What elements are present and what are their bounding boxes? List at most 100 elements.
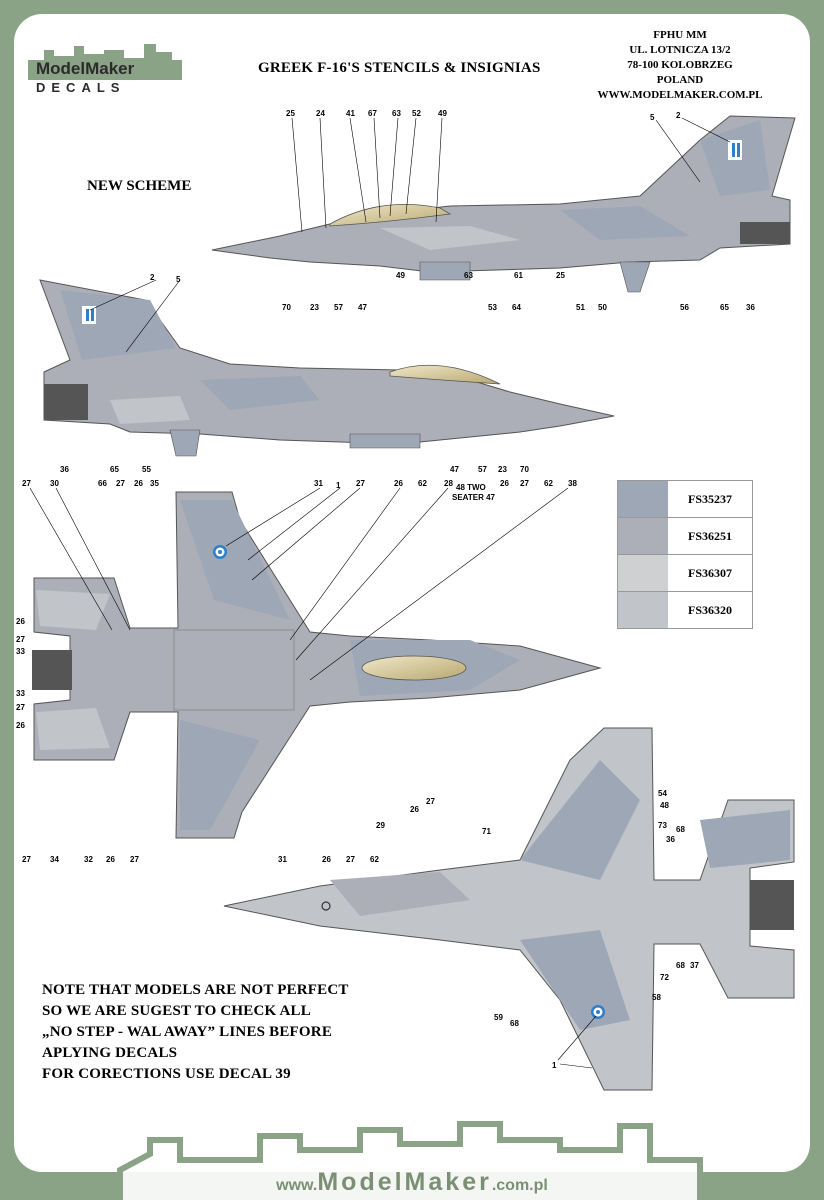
footer-url-brand: ModelMaker bbox=[317, 1168, 492, 1196]
callout-label: 57 bbox=[478, 465, 487, 474]
address-line: UL. LOTNICZA 13/2 bbox=[629, 44, 731, 56]
callout-label: 27 bbox=[22, 855, 31, 864]
callout-label: 65 bbox=[110, 465, 119, 474]
callout-label: 27 bbox=[22, 479, 31, 488]
swatch-row: FS36320 bbox=[617, 591, 753, 629]
application-note: NOTE THAT MODELS ARE NOT PERFECT SO WE A… bbox=[42, 980, 349, 1085]
callout-label: 23 bbox=[498, 465, 507, 474]
callout-label: 47 bbox=[450, 465, 459, 474]
brand-logo: ModelMaker DECALS bbox=[24, 40, 186, 98]
note-line: SO WE ARE SUGEST TO CHECK ALL bbox=[42, 1003, 311, 1019]
note-line: NOTE THAT MODELS ARE NOT PERFECT bbox=[42, 982, 349, 998]
company-address: FPHU MM UL. LOTNICZA 13/2 78-100 KOLOBRZ… bbox=[570, 28, 790, 103]
callout-label: 68 bbox=[676, 825, 685, 834]
callout-label: 62 bbox=[418, 479, 427, 488]
swatch-row: FS36251 bbox=[617, 517, 753, 554]
callout-label: 68 bbox=[676, 961, 685, 970]
callout-label: 41 bbox=[346, 109, 355, 118]
callout-label: 27 bbox=[520, 479, 529, 488]
scheme-label: NEW SCHEME bbox=[87, 178, 192, 194]
callout-label: 34 bbox=[50, 855, 59, 864]
callout-label: 23 bbox=[310, 303, 319, 312]
callout-label: 36 bbox=[666, 835, 675, 844]
callout-label: 32 bbox=[84, 855, 93, 864]
callout-label: SEATER 47 bbox=[452, 493, 496, 502]
callout-label: 31 bbox=[278, 855, 287, 864]
swatch-chip bbox=[618, 592, 668, 628]
callout-label: 73 bbox=[658, 821, 667, 830]
swatch-code: FS36320 bbox=[668, 592, 752, 628]
callout-label: 54 bbox=[658, 789, 667, 798]
callout-label: 30 bbox=[50, 479, 59, 488]
callout-label: 29 bbox=[376, 821, 385, 830]
note-line: APLYING DECALS bbox=[42, 1045, 178, 1061]
callout-label: 67 bbox=[368, 109, 377, 118]
callout-label: 25 bbox=[286, 109, 295, 118]
callout-label: 26 bbox=[394, 479, 403, 488]
callout-label: 26 bbox=[410, 805, 419, 814]
note-line: „NO STEP - WAL AWAY” LINES BEFORE bbox=[42, 1024, 333, 1040]
bottom-view bbox=[223, 727, 795, 1091]
footer-url-prefix: www. bbox=[276, 1177, 318, 1194]
callout-label: 59 bbox=[494, 1013, 503, 1022]
swatch-row: FS36307 bbox=[617, 554, 753, 591]
swatch-code: FS36251 bbox=[668, 518, 752, 554]
swatch-code: FS35237 bbox=[668, 481, 752, 517]
callout-label: 31 bbox=[314, 479, 323, 488]
callout-label: 36 bbox=[60, 465, 69, 474]
callout-label: 66 bbox=[98, 479, 107, 488]
callout-label: 24 bbox=[316, 109, 325, 118]
callout-label: 63 bbox=[392, 109, 401, 118]
footer-url-suffix: .com.pl bbox=[491, 1177, 548, 1194]
callout-label: 58 bbox=[652, 993, 661, 1002]
callout-label: 1 bbox=[336, 481, 341, 490]
address-line: POLAND bbox=[656, 74, 704, 86]
callout-label: 48 TWO bbox=[456, 483, 486, 492]
callout-label: 27 bbox=[130, 855, 139, 864]
callout-label: 27 bbox=[426, 797, 435, 806]
callout-label: 33 bbox=[16, 689, 25, 698]
side-view-left bbox=[211, 115, 796, 293]
callout-label: 1 bbox=[552, 1061, 557, 1070]
footer-skyline-icon bbox=[117, 1121, 703, 1200]
callout-label: 71 bbox=[482, 827, 491, 836]
callout-label: 49 bbox=[438, 109, 447, 118]
swatch-chip bbox=[618, 481, 668, 517]
swatch-chip bbox=[618, 555, 668, 591]
callout-label: 33 bbox=[16, 647, 25, 656]
callout-label: 53 bbox=[488, 303, 497, 312]
callout-label: 38 bbox=[568, 479, 577, 488]
callout-label: 26 bbox=[322, 855, 331, 864]
callout-label: 37 bbox=[690, 961, 699, 970]
swatch-row: FS35237 bbox=[617, 480, 753, 517]
callout-label: 48 bbox=[660, 801, 669, 810]
callout-label: 27 bbox=[356, 479, 365, 488]
swatch-code: FS36307 bbox=[668, 555, 752, 591]
address-line: 78-100 KOLOBRZEG bbox=[627, 59, 733, 71]
callout-label: 56 bbox=[680, 303, 689, 312]
callout-label: 57 bbox=[334, 303, 343, 312]
side-view-right bbox=[39, 279, 615, 457]
callout-label: 28 bbox=[444, 479, 453, 488]
callout-label: 51 bbox=[576, 303, 585, 312]
callout-label: 25 bbox=[556, 271, 565, 280]
callout-label: 26 bbox=[500, 479, 509, 488]
callout-label: 26 bbox=[16, 721, 25, 730]
callout-label: 2 bbox=[150, 273, 155, 282]
callout-label: 70 bbox=[520, 465, 529, 474]
callout-label: 35 bbox=[150, 479, 159, 488]
callout-label: 61 bbox=[514, 271, 523, 280]
callout-label: 27 bbox=[116, 479, 125, 488]
callout-label: 70 bbox=[282, 303, 291, 312]
callout-label: 2 bbox=[676, 111, 681, 120]
callout-label: 68 bbox=[510, 1019, 519, 1028]
callout-label: 26 bbox=[134, 479, 143, 488]
top-view bbox=[32, 491, 602, 839]
footer-url: www.ModelMaker.com.pl bbox=[0, 1168, 824, 1197]
callout-label: 47 bbox=[358, 303, 367, 312]
sheet-title: GREEK F-16'S STENCILS & INSIGNIAS bbox=[258, 60, 541, 76]
callout-label: 63 bbox=[464, 271, 473, 280]
callout-label: 5 bbox=[650, 113, 655, 122]
callout-label: 26 bbox=[106, 855, 115, 864]
